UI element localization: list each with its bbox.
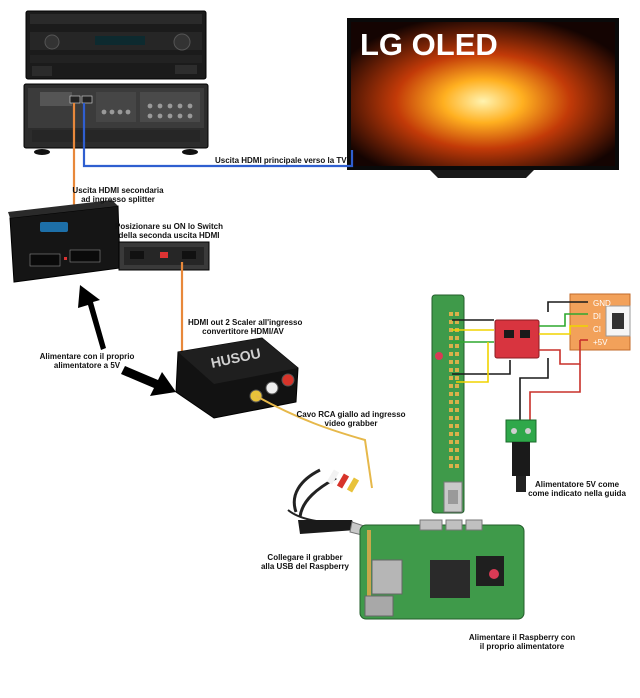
label-rpi-power-line2: il proprio alimentatore — [479, 642, 565, 651]
gpio-pin — [449, 368, 453, 372]
gpio-pin — [449, 360, 453, 364]
label-grabber: Collegare il grabber alla USB del Raspbe… — [250, 553, 360, 571]
gpio-pin — [449, 384, 453, 388]
gpio-pin — [455, 312, 459, 316]
gpio-pins — [449, 312, 459, 468]
gpio-pin — [449, 344, 453, 348]
logic-level-shifter — [494, 319, 540, 359]
label-rpi-power-line1: Alimentare il Raspberry con — [468, 633, 576, 642]
gpio-pin — [449, 424, 453, 428]
gpio-wiring — [452, 301, 588, 420]
gpio-pin — [455, 360, 459, 364]
label-switch-line1: Posizionare su ON lo Switch — [114, 222, 224, 231]
label-power: Alimentare con il proprio alimentatore a… — [32, 352, 142, 370]
gpio-pin — [455, 352, 459, 356]
gpio-pin — [455, 336, 459, 340]
power-jack-5v — [505, 419, 537, 492]
label-psu: Alimentatore 5V come come indicato nella… — [522, 480, 632, 498]
label-hdmi-secondary-line2: ad ingresso splitter — [81, 195, 155, 204]
gpio-pin — [449, 376, 453, 380]
gpio-pin — [449, 352, 453, 356]
label-switch: Posizionare su ON lo Switch della second… — [114, 222, 224, 240]
label-hdmi-main: Uscita HDMI principale verso la TV — [215, 156, 347, 165]
led-pin-gnd: GND — [593, 299, 611, 308]
lg-oled-tv: LG OLED — [347, 18, 619, 178]
gpio-pin — [455, 456, 459, 460]
label-rpi-power: Alimentare il Raspberry con il proprio a… — [462, 633, 582, 651]
label-grabber-line2: alla USB del Raspberry — [260, 562, 350, 571]
label-scaler-line1: HDMI out 2 Scaler all'ingresso — [188, 318, 303, 327]
hdmi-av-converter: HUSOU — [175, 337, 299, 419]
hdmi-main-cable — [82, 103, 354, 168]
gpio-pin — [455, 408, 459, 412]
gpio-pin — [455, 432, 459, 436]
led-pin-ci: CI — [593, 325, 601, 334]
gpio-pin — [449, 392, 453, 396]
label-rca-line1: Cavo RCA giallo ad ingresso — [296, 410, 406, 419]
gpio-pin — [449, 456, 453, 460]
label-rca-line2: video grabber — [324, 419, 378, 428]
gpio-pin — [455, 464, 459, 468]
gpio-pin — [449, 432, 453, 436]
gpio-pin — [455, 320, 459, 324]
label-psu-line2: come indicato nella guida — [528, 489, 626, 498]
label-power-line1: Alimentare con il proprio — [39, 352, 135, 361]
gpio-pin — [449, 336, 453, 340]
gpio-pin — [449, 408, 453, 412]
gpio-pin — [455, 416, 459, 420]
gpio-pin — [455, 376, 459, 380]
gpio-pin — [455, 368, 459, 372]
led-pin-di: DI — [593, 312, 601, 321]
gpio-pin — [449, 464, 453, 468]
rca-yellow-cable — [255, 395, 373, 489]
arrow-to-splitter — [78, 285, 106, 350]
gpio-pin — [455, 344, 459, 348]
gpio-pin — [449, 400, 453, 404]
gpio-pin — [455, 424, 459, 428]
raspberry-pi-board — [359, 519, 525, 620]
gpio-pin — [449, 320, 453, 324]
label-rca: Cavo RCA giallo ad ingresso video grabbe… — [296, 410, 406, 428]
gpio-pin — [455, 400, 459, 404]
gpio-pin — [449, 440, 453, 444]
label-psu-line1: Alimentatore 5V come — [534, 480, 620, 489]
label-grabber-line1: Collegare il grabber — [267, 553, 343, 562]
gpio-pin — [455, 392, 459, 396]
label-hdmi-secondary: Uscita HDMI secondaria ad ingresso split… — [58, 186, 178, 204]
hdmi-splitter — [8, 200, 121, 283]
arrow-to-converter — [121, 366, 176, 396]
gpio-pin — [449, 416, 453, 420]
tv-brand-text: LG OLED — [360, 27, 498, 62]
gpio-pin — [455, 440, 459, 444]
gpio-pin — [449, 328, 453, 332]
raspberry-gpio-header — [431, 294, 465, 514]
label-scaler: HDMI out 2 Scaler all'ingresso convertit… — [188, 318, 303, 336]
splitter-switch-detail — [118, 241, 210, 271]
gpio-pin — [449, 312, 453, 316]
gpio-pin — [455, 448, 459, 452]
gpio-pin — [455, 384, 459, 388]
av-receiver-back — [23, 83, 209, 155]
label-power-line2: alimentatore a 5V — [53, 361, 121, 370]
led-pin-5v: +5V — [593, 338, 608, 347]
label-hdmi-secondary-line1: Uscita HDMI secondaria — [72, 186, 164, 195]
label-scaler-line2: convertitore HDMI/AV — [202, 327, 284, 336]
gpio-pin — [449, 448, 453, 452]
label-switch-line2: della seconda uscita HDMI — [118, 231, 220, 240]
av-receiver-front — [25, 10, 207, 80]
